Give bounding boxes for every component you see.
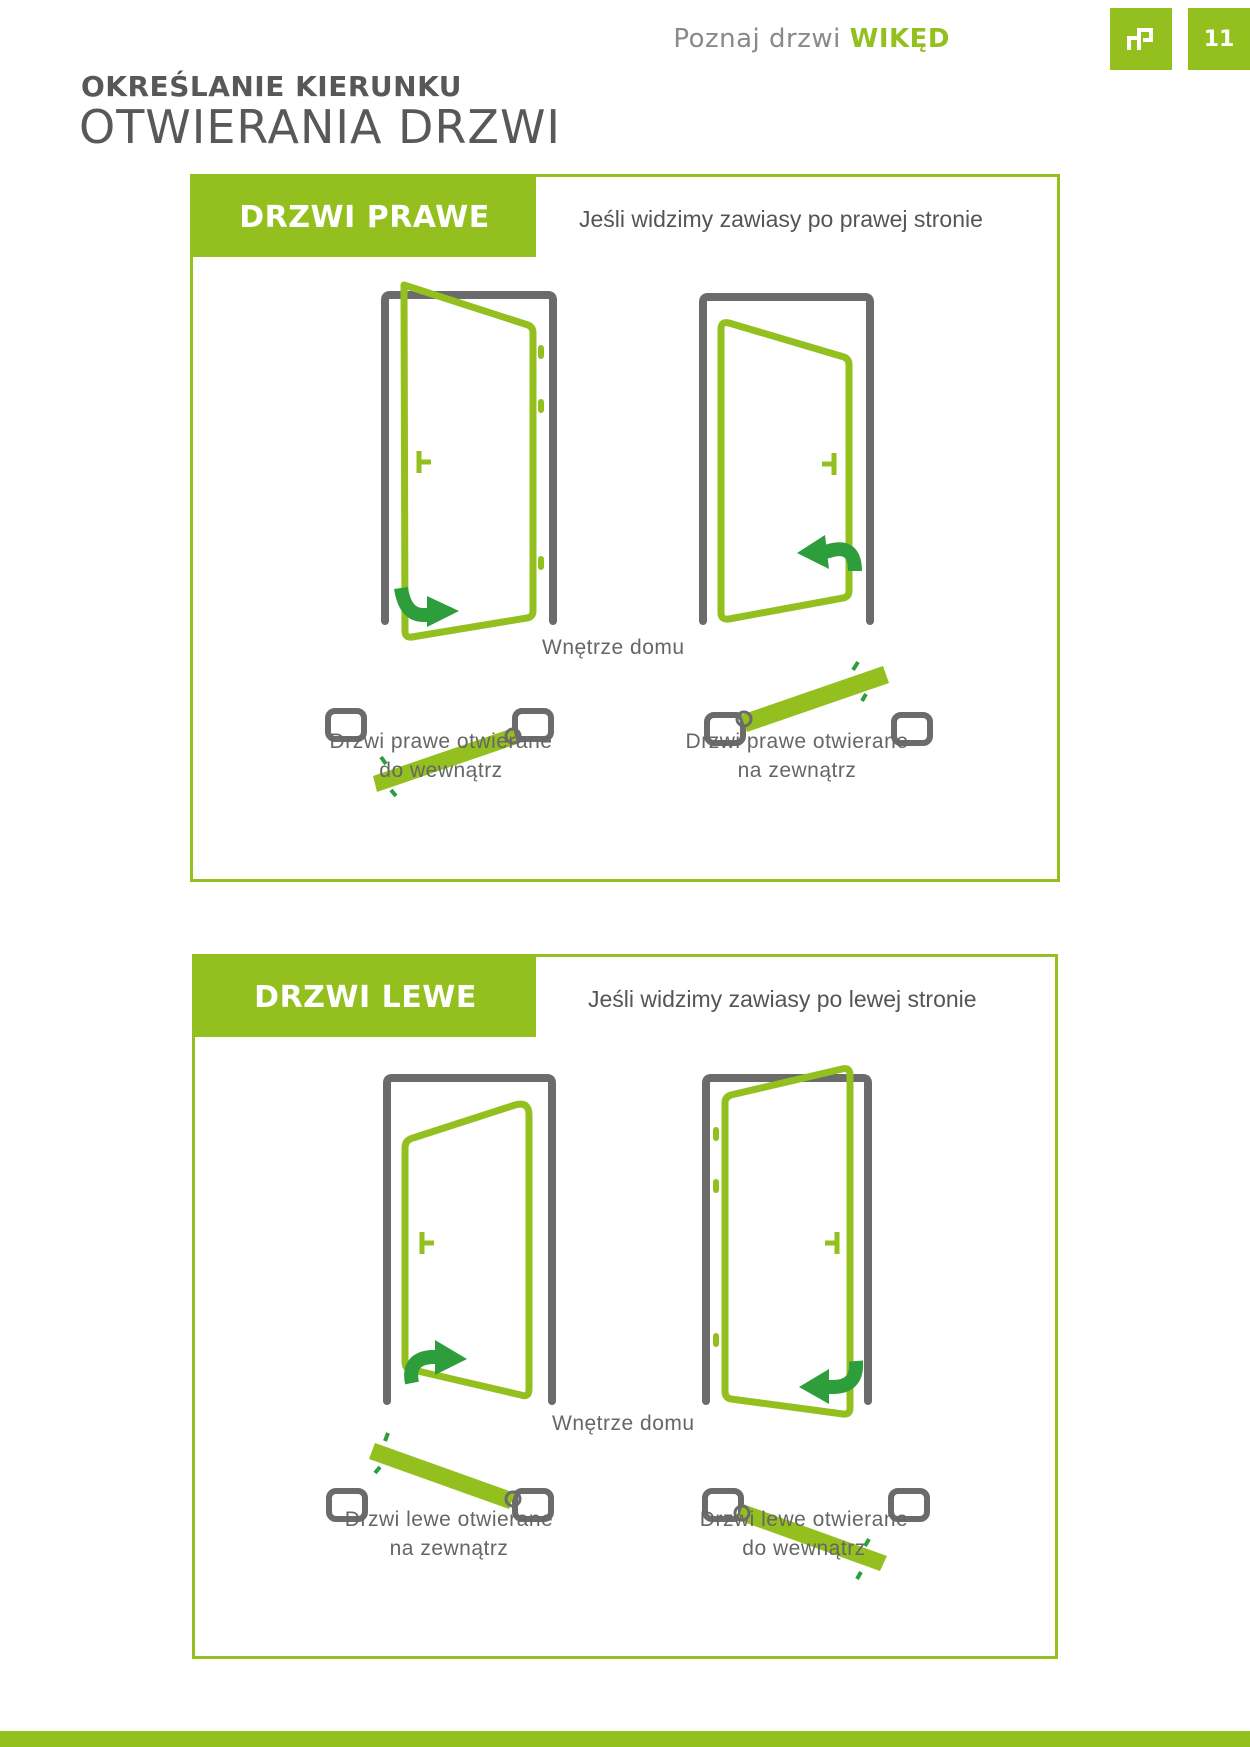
hinge-icon bbox=[504, 1490, 522, 1508]
inside-label: Wnętrze domu bbox=[552, 1412, 695, 1435]
handle-icon bbox=[419, 1232, 434, 1254]
caption-line: na zewnątrz bbox=[737, 759, 857, 782]
bottom-accent-bar bbox=[0, 1731, 1250, 1747]
door-frame-icon bbox=[702, 1074, 872, 1405]
door-plan-icon bbox=[369, 1443, 515, 1509]
handle-icon bbox=[851, 660, 868, 702]
hinge-icon bbox=[538, 399, 544, 413]
caption-right-inward: Drzwi prawe otwierane do wewnątrz bbox=[291, 727, 591, 785]
handle-icon bbox=[825, 1232, 840, 1254]
door-frame-icon bbox=[381, 291, 557, 625]
door-frame-icon bbox=[383, 1074, 556, 1405]
frame-block-icon bbox=[326, 1488, 368, 1522]
door-plan-icon bbox=[741, 666, 889, 732]
caption-line: Drzwi prawe otwierane bbox=[685, 730, 909, 753]
hinge-icon bbox=[713, 1179, 719, 1193]
frame-block-icon bbox=[512, 708, 554, 742]
curved-arrow-icon bbox=[394, 586, 459, 627]
page-title-line1: OKREŚLANIE KIERUNKU bbox=[81, 70, 463, 103]
door-leaf-icon bbox=[717, 319, 853, 623]
left-doors-subtitle: Jeśli widzimy zawiasy po lewej stronie bbox=[588, 986, 977, 1012]
caption-line: do wewnątrz bbox=[742, 1537, 866, 1560]
handle-icon bbox=[855, 1538, 871, 1580]
left-doors-tab: DRZWI LEWE bbox=[195, 957, 536, 1037]
brand-header: Poznaj drzwi WIKĘD bbox=[673, 24, 950, 54]
handle-icon bbox=[373, 1432, 390, 1475]
inside-label: Wnętrze domu bbox=[542, 636, 685, 659]
right-doors-illustration bbox=[325, 281, 933, 798]
page-title-line2: OTWIERANIA DRZWI bbox=[79, 100, 561, 154]
caption-left-inward: Drzwi lewe otwierane do wewnątrz bbox=[654, 1505, 954, 1563]
brand-name: WIKĘD bbox=[849, 24, 950, 54]
page-number: 11 bbox=[1188, 8, 1250, 70]
handle-icon bbox=[379, 755, 398, 798]
right-doors-tab: DRZWI PRAWE bbox=[193, 177, 536, 257]
brand-prefix: Poznaj drzwi bbox=[673, 24, 841, 54]
hinge-icon bbox=[735, 710, 753, 728]
caption-line: Drzwi lewe otwierane bbox=[699, 1508, 909, 1531]
door-plan-icon bbox=[373, 728, 517, 792]
frame-block-icon bbox=[891, 712, 933, 746]
door-plan-icon bbox=[738, 1504, 887, 1571]
caption-right-outward: Drzwi prawe otwierane na zewnątrz bbox=[647, 727, 947, 785]
right-doors-panel: DRZWI PRAWE Jeśli widzimy zawiasy po pra… bbox=[190, 174, 1060, 882]
door-frame-icon bbox=[699, 293, 874, 625]
door-leaf-icon bbox=[721, 1065, 854, 1418]
hinge-icon bbox=[713, 1127, 719, 1141]
door-leaf-icon bbox=[400, 281, 537, 641]
right-doors-subtitle: Jeśli widzimy zawiasy po prawej stronie bbox=[579, 206, 983, 232]
curved-arrow-icon bbox=[797, 535, 862, 572]
hinge-icon bbox=[713, 1333, 719, 1347]
left-doors-illustration bbox=[326, 1065, 930, 1580]
caption-line: do wewnątrz bbox=[379, 759, 503, 782]
frame-block-icon bbox=[704, 712, 746, 746]
caption-line: Drzwi lewe otwierane bbox=[344, 1508, 554, 1531]
caption-line: Drzwi prawe otwierane bbox=[329, 730, 553, 753]
curved-arrow-icon bbox=[404, 1340, 467, 1385]
hinge-icon bbox=[733, 1504, 751, 1522]
left-doors-panel: DRZWI LEWE Jeśli widzimy zawiasy po lewe… bbox=[192, 954, 1058, 1659]
hinge-icon bbox=[504, 727, 522, 745]
frame-block-icon bbox=[888, 1488, 930, 1522]
handle-icon bbox=[416, 451, 431, 473]
caption-left-outward: Drzwi lewe otwierane na zewnątrz bbox=[299, 1505, 599, 1563]
curved-arrow-icon bbox=[799, 1360, 864, 1404]
frame-block-icon bbox=[325, 708, 367, 742]
caption-line: na zewnątrz bbox=[389, 1537, 509, 1560]
hinge-icon bbox=[538, 556, 544, 570]
handle-icon bbox=[822, 453, 837, 475]
hinge-icon bbox=[538, 345, 544, 359]
logo-icon bbox=[1110, 8, 1172, 70]
